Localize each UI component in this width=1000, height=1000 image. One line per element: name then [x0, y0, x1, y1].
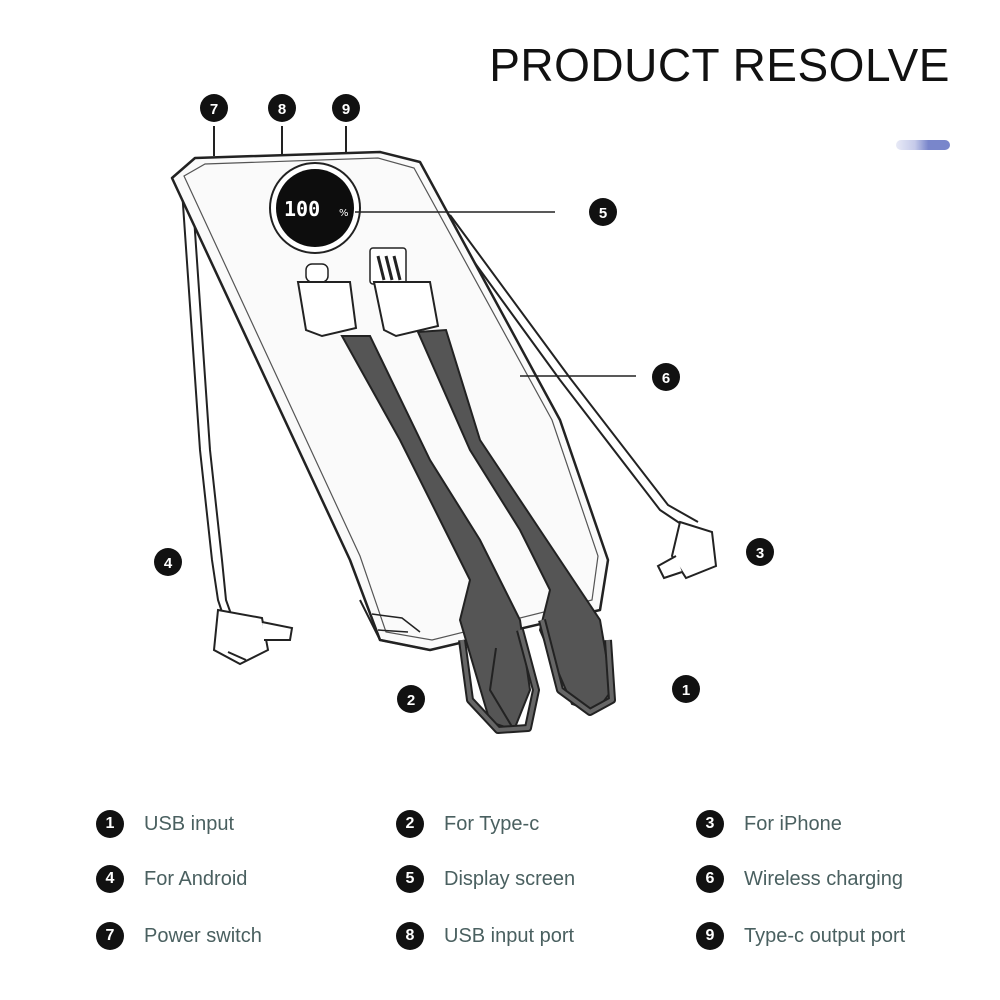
callout-badge-7: 7 — [200, 94, 228, 122]
page-title: PRODUCT RESOLVE — [489, 39, 950, 91]
svg-text:2: 2 — [407, 692, 415, 709]
callout-badge-2: 2 — [397, 685, 425, 713]
svg-text:3: 3 — [756, 545, 764, 562]
svg-text:9: 9 — [342, 101, 350, 118]
svg-text:6: 6 — [662, 370, 670, 387]
svg-text:5: 5 — [599, 205, 607, 222]
usb-connector-head — [372, 281, 440, 338]
display-screen: 100 % — [269, 162, 361, 254]
callout-badge-5: 5 — [589, 198, 617, 226]
display-readout: 100 — [284, 197, 320, 221]
callout-badge-6: 6 — [652, 363, 680, 391]
svg-text:1: 1 — [682, 682, 690, 699]
callout-badge-1: 1 — [672, 675, 700, 703]
type-c-port — [305, 263, 329, 283]
iphone-connector — [656, 520, 718, 580]
type-c-connector-head — [296, 281, 358, 338]
callout-badge-8: 8 — [268, 94, 296, 122]
usb-port — [369, 247, 407, 285]
leader-lines — [213, 126, 636, 377]
usb-ribbon — [416, 328, 616, 716]
callout-badge-9: 9 — [332, 94, 360, 122]
iphone-cable — [439, 214, 699, 531]
callout-badge-4: 4 — [154, 548, 182, 576]
svg-text:7: 7 — [210, 101, 218, 118]
callout-badge-3: 3 — [746, 538, 774, 566]
display-unit: % — [339, 208, 349, 219]
android-connector — [212, 608, 294, 666]
accent-bar — [896, 140, 950, 150]
svg-text:8: 8 — [278, 101, 286, 118]
type-c-ribbon — [340, 335, 540, 734]
svg-text:4: 4 — [164, 555, 173, 572]
